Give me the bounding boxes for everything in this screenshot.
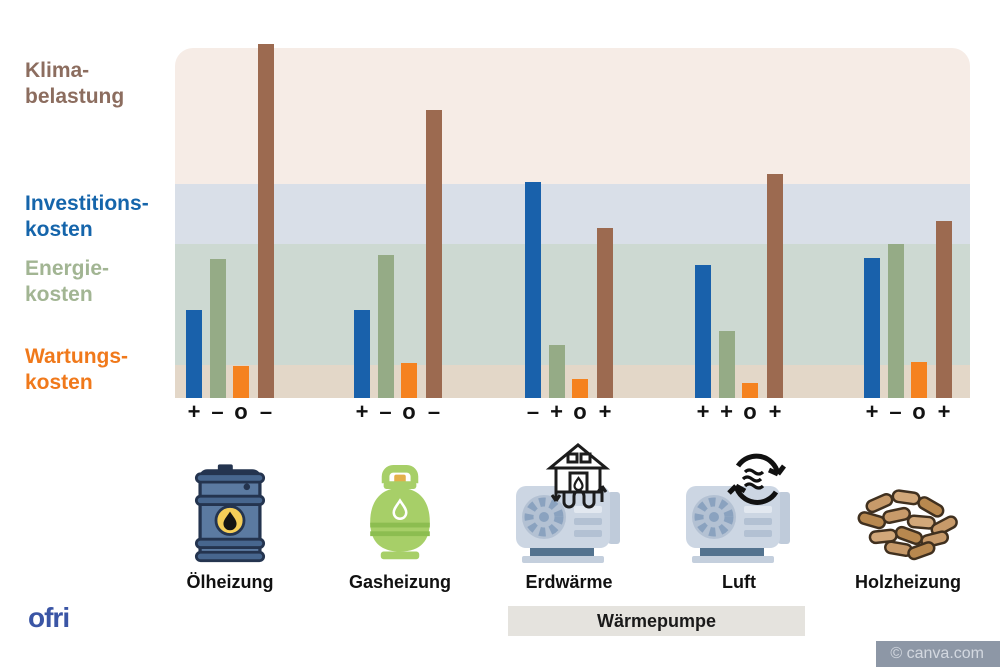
rating-Ölheizung-Wartungskosten: o bbox=[234, 399, 248, 424]
canva-credit[interactable]: © canva.com bbox=[876, 641, 1000, 667]
bar-Ölheizung-Energiekosten bbox=[209, 259, 226, 398]
category-label-oelheizung: Ölheizung bbox=[186, 572, 274, 592]
rating-Luft-Investitionskosten: + bbox=[696, 399, 710, 424]
gas-bottle-icon bbox=[325, 440, 475, 564]
bar-Holzheizung-Klimabelastung bbox=[936, 221, 952, 398]
bar-Gasheizung-Klimabelastung bbox=[426, 110, 442, 398]
ofri-logo: ofri bbox=[28, 602, 70, 633]
bar-Ölheizung-Klimabelastung bbox=[258, 44, 274, 398]
legend-wartungskosten-line2: kosten bbox=[25, 371, 93, 394]
bar-Holzheizung-Wartungskosten bbox=[911, 362, 927, 398]
band-klimabelastung bbox=[175, 48, 970, 184]
bar-Erdwärme-Investitionskosten bbox=[525, 182, 541, 398]
plot-area bbox=[175, 48, 970, 398]
legend-klimabelastung: Klima- belastung bbox=[25, 58, 124, 110]
rating-Ölheizung-Investitionskosten: + bbox=[187, 399, 201, 424]
rating-Erdwärme-Wartungskosten: o bbox=[573, 399, 587, 424]
rating-Luft-Wartungskosten: o bbox=[743, 399, 757, 424]
bar-Holzheizung-Investitionskosten bbox=[864, 258, 880, 398]
legend-wartungskosten-line1: Wartungs- bbox=[25, 345, 129, 368]
bar-Ölheizung-Investitionskosten bbox=[186, 310, 202, 398]
band-energiekosten bbox=[175, 244, 970, 365]
legend-investitionskosten: Investitions- kosten bbox=[25, 191, 149, 243]
rating-Gasheizung-Wartungskosten: o bbox=[402, 399, 416, 424]
legend-klimabelastung-line1: Klima- bbox=[25, 59, 90, 82]
bar-Gasheizung-Wartungskosten bbox=[401, 363, 417, 398]
bar-Luft-Investitionskosten bbox=[695, 265, 711, 398]
legend-energiekosten: Energie- kosten bbox=[25, 256, 109, 308]
legend-klimabelastung-line2: belastung bbox=[25, 85, 125, 108]
rating-Holzheizung-Investitionskosten: + bbox=[865, 399, 879, 424]
rating-Ölheizung-Klimabelastung: – bbox=[259, 399, 273, 424]
wood-pellets-icon bbox=[833, 440, 983, 564]
legend-wartungskosten: Wartungs- kosten bbox=[25, 344, 128, 396]
rating-Holzheizung-Wartungskosten: o bbox=[912, 399, 926, 424]
oil-barrel-icon bbox=[155, 440, 305, 564]
rating-Gasheizung-Energiekosten: – bbox=[379, 399, 392, 424]
category-label-gasheizung: Gasheizung bbox=[348, 572, 451, 592]
bar-Erdwärme-Energiekosten bbox=[548, 345, 565, 398]
legend-energiekosten-line1: Energie- bbox=[25, 257, 110, 280]
bar-Gasheizung-Investitionskosten bbox=[354, 310, 370, 398]
bar-Ölheizung-Wartungskosten bbox=[233, 366, 249, 398]
rating-Erdwärme-Investitionskosten: – bbox=[526, 399, 540, 424]
waermepumpe-group-label: Wärmepumpe bbox=[508, 606, 805, 636]
rating-Erdwärme-Energiekosten: + bbox=[550, 399, 563, 424]
rating-Ölheizung-Energiekosten: – bbox=[211, 399, 224, 424]
bar-Erdwärme-Klimabelastung bbox=[597, 228, 613, 398]
rating-Holzheizung-Energiekosten: – bbox=[889, 399, 902, 424]
category-label-luft: Luft bbox=[722, 572, 756, 592]
air-heat-pump-icon bbox=[664, 440, 814, 564]
category-label-holzheizung: Holzheizung bbox=[855, 572, 961, 592]
rating-Holzheizung-Klimabelastung: + bbox=[937, 399, 951, 424]
band-investitionskosten bbox=[175, 184, 970, 244]
bar-Luft-Wartungskosten bbox=[742, 383, 758, 398]
rating-Luft-Energiekosten: + bbox=[720, 399, 733, 424]
bar-Erdwärme-Wartungskosten bbox=[572, 379, 588, 398]
rating-Gasheizung-Klimabelastung: – bbox=[427, 399, 441, 424]
bar-Luft-Klimabelastung bbox=[767, 174, 783, 398]
legend-energiekosten-line2: kosten bbox=[25, 283, 93, 306]
bar-Gasheizung-Energiekosten bbox=[377, 255, 394, 398]
category-label-erdwaerme: Erdwärme bbox=[525, 572, 613, 592]
geothermal-heat-pump-icon bbox=[494, 440, 644, 564]
rating-Gasheizung-Investitionskosten: + bbox=[355, 399, 369, 424]
rating-Luft-Klimabelastung: + bbox=[768, 399, 782, 424]
legend-investitionskosten-line2: kosten bbox=[25, 218, 93, 241]
rating-Erdwärme-Klimabelastung: + bbox=[598, 399, 612, 424]
bar-Holzheizung-Energiekosten bbox=[887, 244, 904, 398]
legend-investitionskosten-line1: Investitions- bbox=[25, 192, 149, 215]
bar-Luft-Energiekosten bbox=[718, 331, 735, 398]
